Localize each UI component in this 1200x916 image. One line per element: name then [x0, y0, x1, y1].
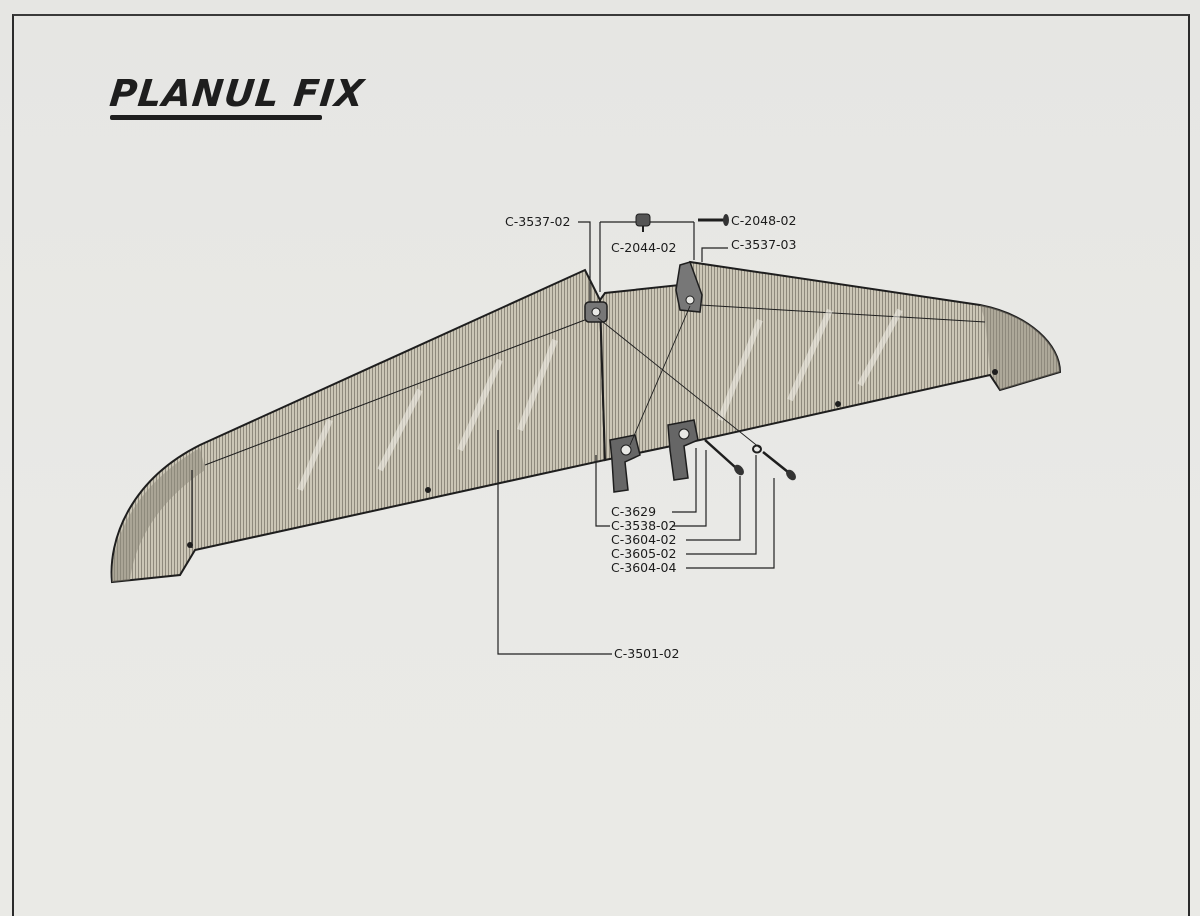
top-pin-fitting [635, 213, 651, 232]
label-c-3501-02: C-3501-02 [614, 646, 679, 661]
label-c-3604-04: C-3604-04 [611, 560, 677, 575]
label-c-3537-02: C-3537-02 [505, 214, 570, 229]
right-stabilizer-half [598, 260, 1062, 462]
leader-lines [497, 221, 775, 655]
hinge-fitting-top-left [584, 301, 608, 323]
lower-bracket-left [609, 434, 641, 493]
label-c-3605-02: C-3605-02 [611, 546, 676, 561]
left-stabilizer-half [110, 268, 607, 584]
bolt-lower-1 [704, 439, 744, 476]
label-c-2044-02: C-2044-02 [611, 240, 676, 255]
label-c-3537-03: C-3537-03 [731, 237, 796, 252]
washer [752, 444, 762, 454]
lower-bracket-right [667, 419, 699, 481]
label-c-3629: C-3629 [611, 504, 656, 519]
label-c-2048-02: C-2048-02 [731, 213, 796, 228]
title-underline [110, 115, 322, 120]
bolt-lower-2 [762, 451, 796, 481]
top-bolt [698, 214, 729, 226]
page-border [12, 14, 1190, 916]
hinge-fitting-top-right [675, 261, 703, 313]
label-c-3604-02: C-3604-02 [611, 532, 676, 547]
label-c-3538-02: C-3538-02 [611, 518, 676, 533]
